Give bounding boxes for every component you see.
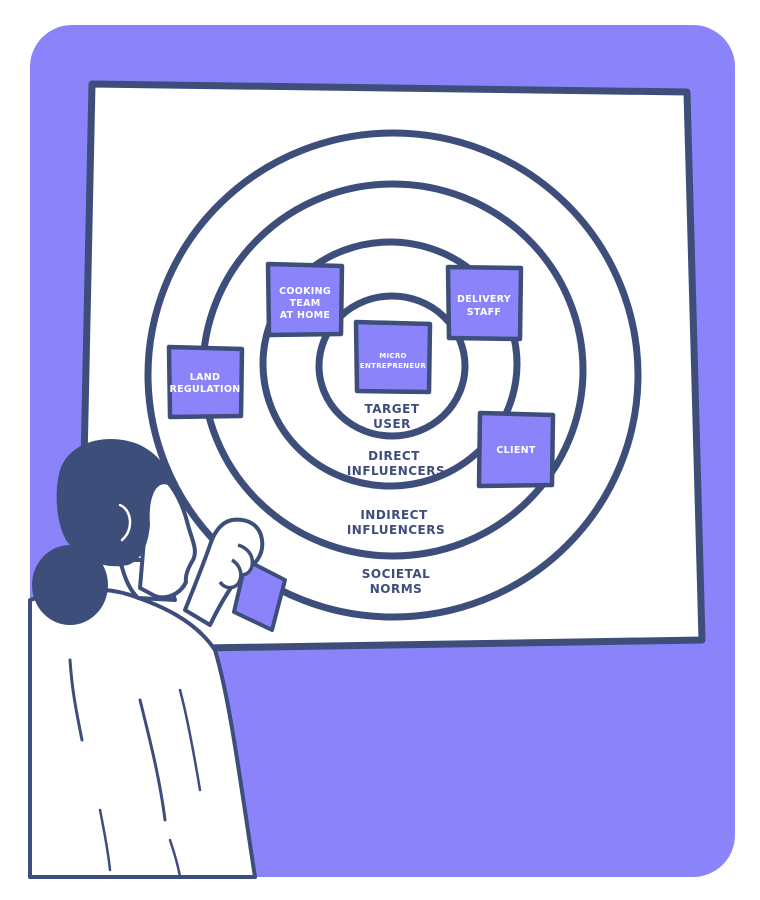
note-label-cooking-line1: COOKING	[279, 286, 331, 297]
sticky-note-micro-entrepreneur: MICRO ENTREPRENEUR	[353, 319, 433, 395]
ring-label-direct-line1: DIRECT	[368, 449, 420, 463]
ring-label-societal-line1: SOCIETAL	[362, 567, 431, 581]
sticky-note-client: CLIENT	[476, 410, 556, 489]
sticky-note-cooking-team: COOKING TEAM AT HOME	[265, 261, 345, 338]
note-label-client: CLIENT	[496, 445, 536, 456]
person-placing-sticky-note-icon	[28, 438, 287, 879]
sticky-note-land-regulation: LAND REGULATION	[166, 344, 245, 420]
note-label-micro-line2: ENTREPRENEUR	[360, 362, 427, 370]
ring-label-societal-line2: NORMS	[370, 582, 423, 596]
note-label-cooking-line3: AT HOME	[280, 310, 330, 321]
note-label-land-line2: REGULATION	[169, 384, 240, 395]
ring-labels: TARGET USER DIRECT INFLUENCERS INDIRECT …	[347, 402, 445, 596]
note-label-delivery-line2: STAFF	[467, 307, 501, 318]
note-label-micro-line1: MICRO	[379, 352, 407, 360]
person-face	[138, 466, 197, 600]
note-label-cooking-line2: TEAM	[290, 298, 321, 309]
person-hair	[56, 438, 169, 567]
ring-label-target-line2: USER	[373, 417, 411, 431]
ring-label-indirect-line1: INDIRECT	[360, 508, 428, 522]
sticky-note-delivery-staff: DELIVERY STAFF	[445, 264, 524, 342]
ring-label-indirect-line2: INFLUENCERS	[347, 523, 445, 537]
note-label-land-line1: LAND	[190, 372, 220, 383]
ring-label-target-line1: TARGET	[364, 402, 419, 416]
ring-societal-norms	[144, 129, 642, 621]
ring-direct-influencers	[259, 238, 521, 490]
ring-target-user	[315, 292, 469, 440]
note-label-delivery-line1: DELIVERY	[457, 294, 511, 305]
ring-label-direct-line2: INFLUENCERS	[347, 464, 445, 478]
person-hair-bun	[32, 545, 108, 625]
held-sticky-note	[232, 558, 287, 632]
